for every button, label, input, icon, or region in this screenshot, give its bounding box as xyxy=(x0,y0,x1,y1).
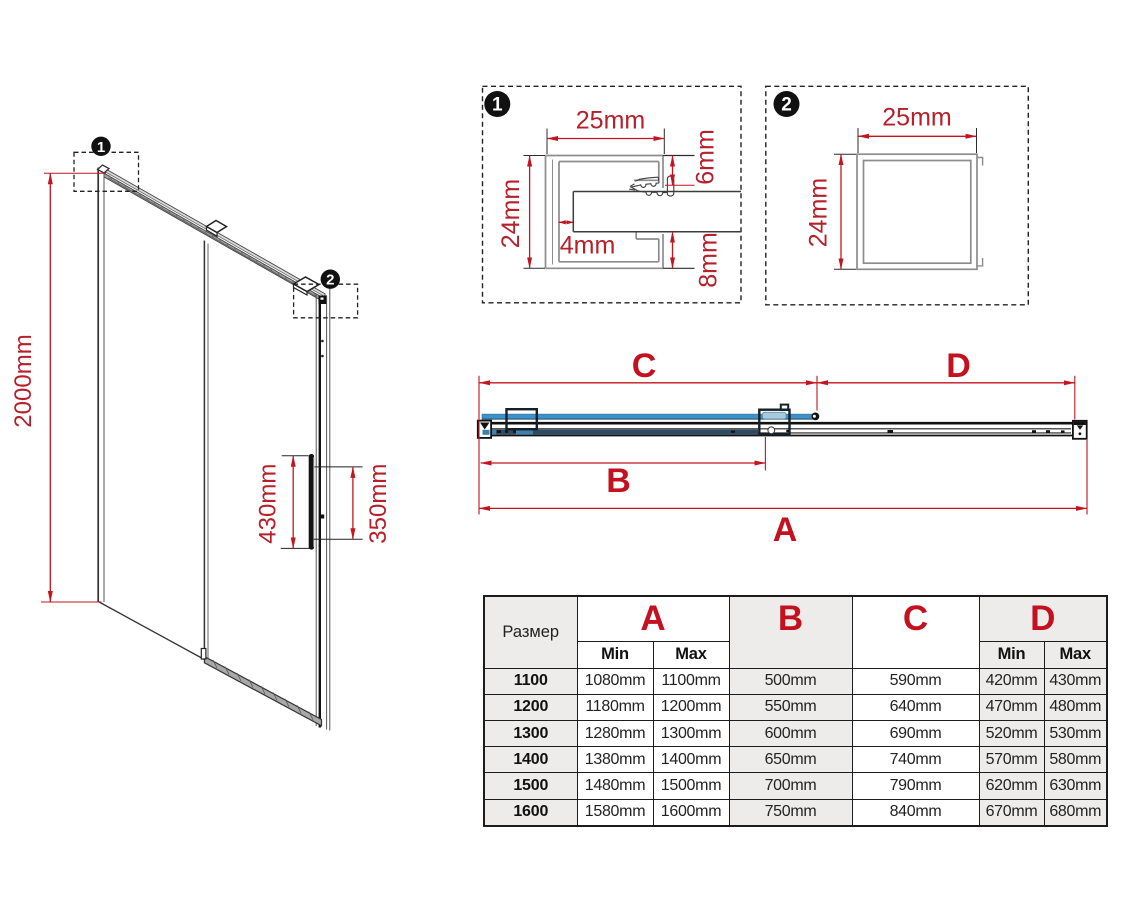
svg-text:1: 1 xyxy=(97,139,105,156)
svg-text:24mm: 24mm xyxy=(497,179,525,248)
svg-text:C: C xyxy=(632,347,657,385)
svg-text:2: 2 xyxy=(326,272,334,289)
svg-text:24mm: 24mm xyxy=(805,178,833,247)
svg-text:2: 2 xyxy=(781,95,792,116)
svg-text:A: A xyxy=(773,511,798,549)
svg-text:1: 1 xyxy=(492,95,503,116)
svg-text:D: D xyxy=(946,347,971,385)
svg-text:350mm: 350mm xyxy=(365,464,392,544)
svg-text:25mm: 25mm xyxy=(576,107,645,135)
svg-text:8mm: 8mm xyxy=(695,232,723,288)
svg-text:6mm: 6mm xyxy=(692,129,720,185)
svg-text:B: B xyxy=(606,462,631,500)
svg-text:25mm: 25mm xyxy=(882,104,951,132)
svg-text:2000mm: 2000mm xyxy=(10,334,37,427)
svg-text:4mm: 4mm xyxy=(560,232,616,260)
svg-text:430mm: 430mm xyxy=(254,464,281,544)
